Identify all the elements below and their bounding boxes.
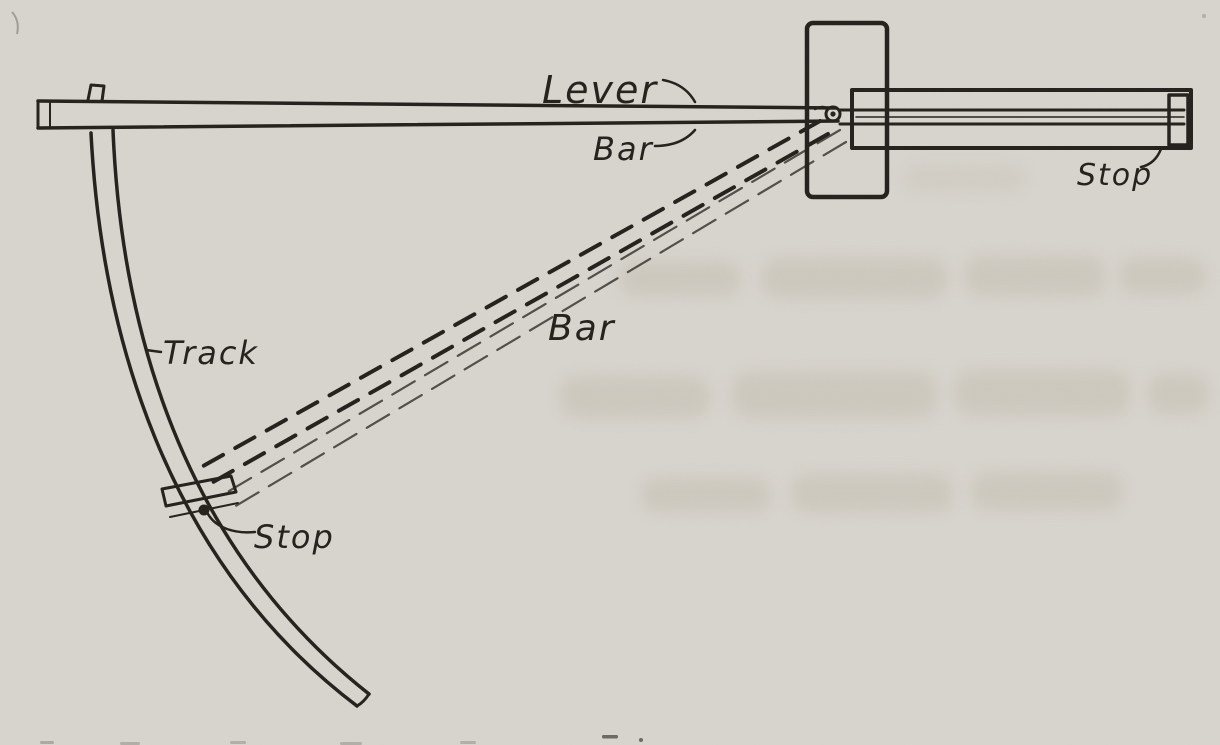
paper-grain-overlay — [0, 0, 1220, 745]
figure-canvas: Lever Bar Bar Track Stop Stop — [0, 0, 1220, 745]
scanned-figure: Lever Bar Bar Track Stop Stop — [0, 0, 1220, 745]
